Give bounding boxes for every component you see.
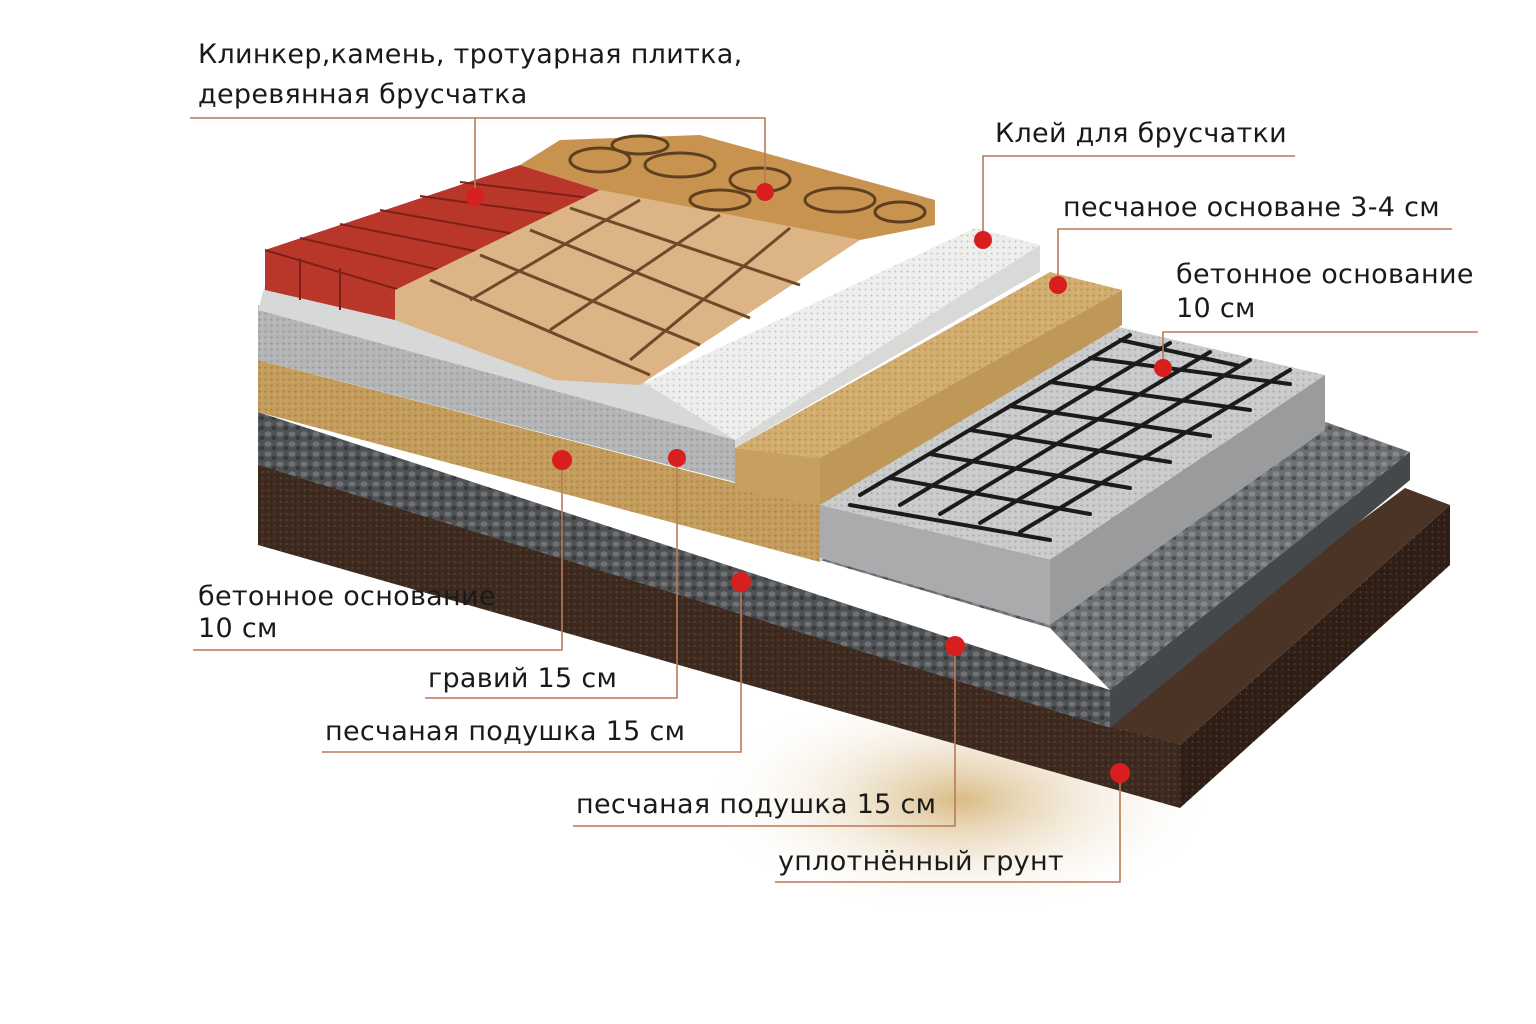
label-gravel: гравий 15 см bbox=[428, 663, 618, 694]
label-top-line1: Клинкер,камень, тротуарная плитка, bbox=[198, 39, 743, 70]
label-top-line2: деревянная брусчатка bbox=[198, 79, 528, 110]
marker-dot bbox=[974, 231, 992, 249]
concrete-slab-right bbox=[820, 325, 1325, 625]
reinforcement-mesh bbox=[848, 333, 1292, 542]
sand-base-strip bbox=[735, 272, 1122, 505]
sand-cushion-layer bbox=[258, 360, 820, 562]
marker-dot bbox=[1154, 359, 1172, 377]
paving-tile-area bbox=[395, 190, 860, 385]
leader-lines bbox=[190, 117, 1478, 883]
marker-dot bbox=[731, 572, 751, 592]
marker-dot bbox=[552, 450, 572, 470]
label-sand-base: песчаное основане 3-4 см bbox=[1063, 192, 1440, 223]
marker-dot bbox=[466, 188, 484, 206]
glue-layer bbox=[640, 228, 1040, 448]
paving-surface bbox=[264, 134, 935, 385]
marker-dot bbox=[1049, 276, 1067, 294]
marker-dot bbox=[668, 449, 686, 467]
marker-dots bbox=[466, 183, 1172, 783]
marker-dot bbox=[1110, 763, 1130, 783]
marker-dot bbox=[945, 636, 965, 656]
label-concrete-right-line1: бетонное основание bbox=[1176, 259, 1474, 290]
natural-stone-area bbox=[520, 135, 935, 240]
concrete-base-left bbox=[258, 305, 735, 482]
label-concrete-right-line2: 10 см bbox=[1176, 293, 1256, 324]
label-soil: уплотнённый грунт bbox=[778, 846, 1064, 877]
marker-dot bbox=[756, 183, 774, 201]
label-sand-cushion-2: песчаная подушка 15 см bbox=[576, 789, 937, 820]
label-concrete-left-line2: 10 см bbox=[198, 613, 278, 644]
label-sand-cushion-1: песчаная подушка 15 см bbox=[325, 716, 686, 747]
adhesive-under-pavers bbox=[258, 285, 735, 440]
label-glue: Клей для брусчатки bbox=[995, 118, 1288, 149]
label-concrete-left-line1: бетонное основание bbox=[198, 581, 496, 612]
soil-layer bbox=[258, 462, 1450, 808]
